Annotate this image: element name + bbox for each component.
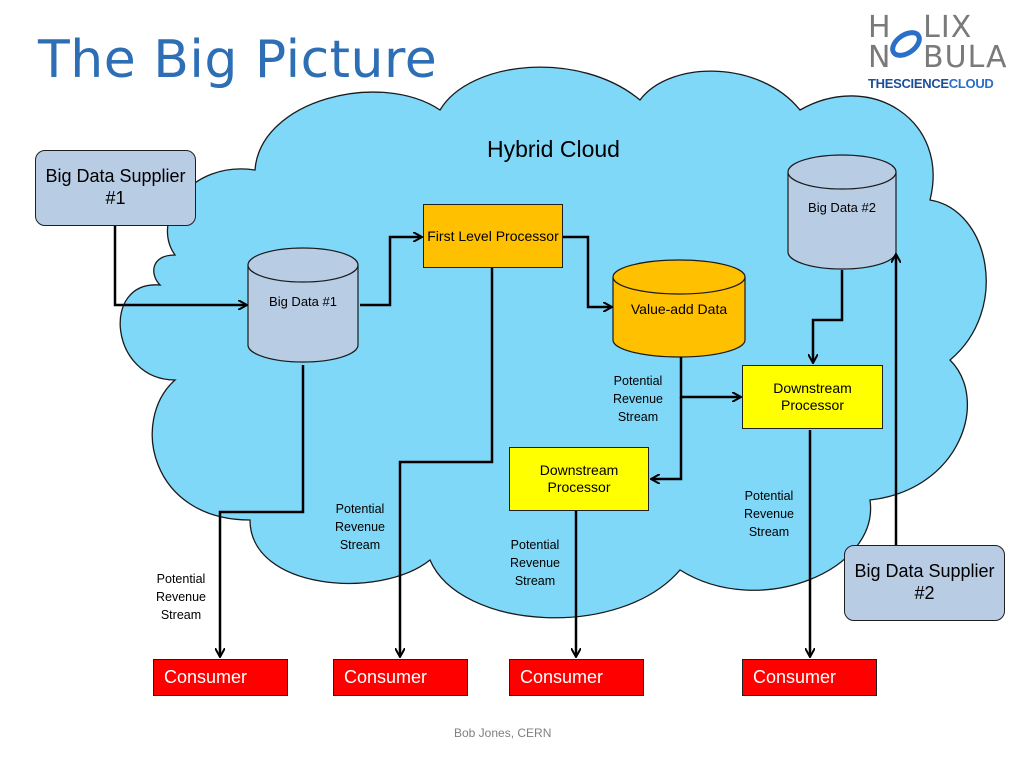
consumer-box-1: Consumer	[153, 659, 288, 696]
big-data-2-label: Big Data #2	[808, 200, 876, 215]
value-add-data-cylinder	[612, 259, 746, 358]
arrow-supplier1-to-bigdata1	[113, 226, 246, 305]
value-add-data-label: Value-add Data	[630, 301, 728, 317]
helix-nebula-logo: H LIX N BULA THESCIENCECLOUD	[862, 10, 1012, 94]
big-data-1-cylinder	[247, 247, 359, 363]
big-data-1-label: Big Data #1	[269, 294, 337, 309]
downstream-processor-left: Downstream Processor	[509, 447, 649, 511]
flow-arrows	[113, 226, 896, 656]
revenue-label-3: Potential Revenue Stream	[509, 538, 561, 589]
arrow-first-level-to-valueadd	[563, 235, 611, 307]
arrow-bigdata1-to-consumer1	[220, 365, 305, 656]
revenue-label-1: Potential Revenue Stream	[155, 572, 207, 623]
footer-credit: Bob Jones, CERN	[454, 726, 552, 740]
arrow-bigdata2-to-downstream-right	[813, 270, 844, 362]
revenue-label-5: Potential Revenue Stream	[743, 489, 795, 540]
page-title: The Big Picture	[38, 30, 438, 90]
consumer-box-2: Consumer	[333, 659, 468, 696]
hybrid-cloud-label: Hybrid Cloud	[487, 136, 620, 162]
big-data-supplier-1: Big Data Supplier #1	[35, 150, 196, 226]
big-data-supplier-2: Big Data Supplier #2	[844, 545, 1005, 621]
first-level-processor: First Level Processor	[423, 204, 563, 268]
hybrid-cloud-shape	[119, 66, 987, 619]
consumer-box-4: Consumer	[742, 659, 877, 696]
downstream-processor-right: Downstream Processor	[742, 365, 883, 429]
consumer-box-3: Consumer	[509, 659, 644, 696]
revenue-label-2: Potential Revenue Stream	[334, 502, 386, 553]
logo-swoosh-icon	[890, 30, 922, 58]
revenue-label-4: Potential Revenue Stream	[612, 374, 664, 425]
arrow-first-level-to-consumer2	[400, 268, 494, 656]
logo-tagline: THESCIENCECLOUD	[868, 76, 994, 91]
arrow-valueadd-to-downstream-left	[652, 397, 683, 479]
arrow-bigdata1-to-first-level	[360, 237, 421, 307]
